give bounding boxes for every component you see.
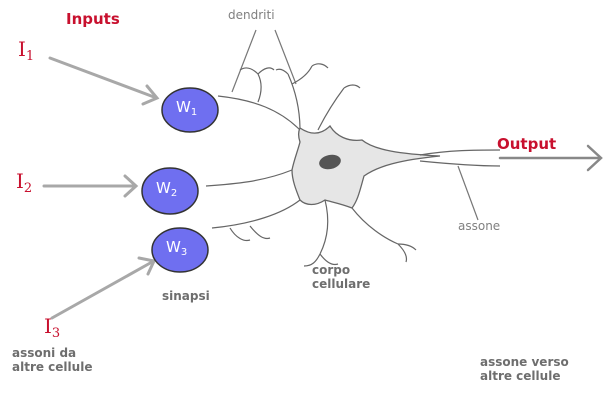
output-label: Output xyxy=(497,136,556,153)
weight-label-2: W2 xyxy=(156,179,177,199)
input-label-1: I1 xyxy=(18,38,34,65)
sinapsi-label: sinapsi xyxy=(162,290,210,304)
input-arrow-3 xyxy=(52,262,152,318)
inputs-label: Inputs xyxy=(66,11,120,28)
assoni-da-line-1: assoni da xyxy=(12,347,92,361)
corpo-cellulare-line-1: corpo xyxy=(312,264,370,278)
assone-verso-line-1: assone verso xyxy=(480,356,569,370)
corpo-cellulare-line-2: cellulare xyxy=(312,278,370,292)
weight-label-3: W3 xyxy=(166,238,187,258)
corpo-cellulare-label: corpo cellulare xyxy=(312,264,370,292)
assone-pointer xyxy=(458,166,478,220)
cell-body xyxy=(292,126,440,208)
input-arrow-1 xyxy=(50,58,154,97)
weight-label-1: W1 xyxy=(176,98,197,118)
assoni-da-label: assoni da altre cellule xyxy=(12,347,92,375)
input-label-3: I3 xyxy=(44,315,60,342)
assone-label: assone xyxy=(458,220,500,234)
dendriti-pointers xyxy=(232,30,296,92)
dendriti-label: dendriti xyxy=(228,9,275,23)
axon xyxy=(420,150,500,166)
input-arrows xyxy=(44,58,157,318)
assoni-da-line-2: altre cellule xyxy=(12,361,92,375)
assone-verso-line-2: altre cellule xyxy=(480,370,569,384)
assone-verso-label: assone verso altre cellule xyxy=(480,356,569,384)
input-label-2: I2 xyxy=(16,170,32,197)
